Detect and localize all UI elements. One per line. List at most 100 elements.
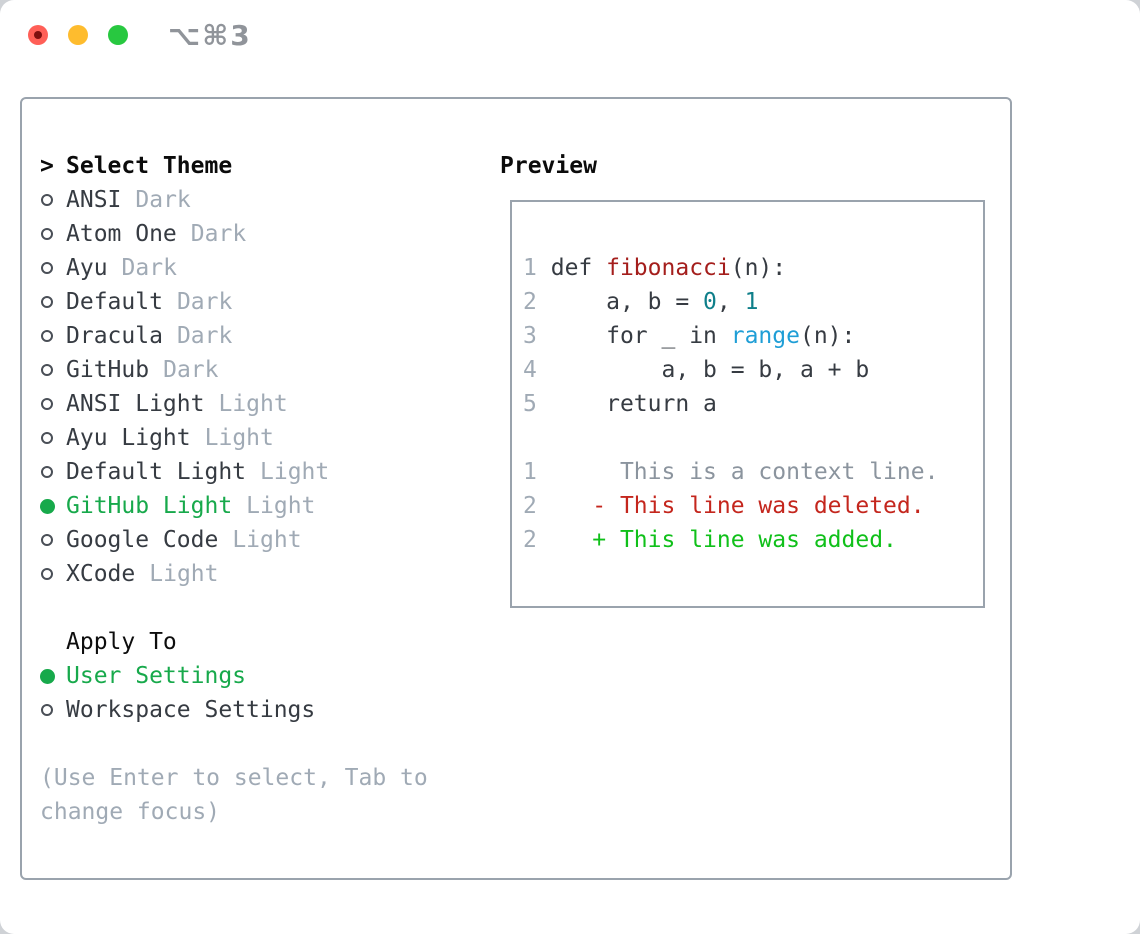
radio-circle [41,534,53,546]
radio-unselected-icon [40,228,66,240]
line-number: 1 [523,459,537,485]
theme-option-ayu[interactable]: Ayu Dark [40,251,428,285]
select-theme-label: Select Theme [66,153,233,179]
code-token: a, b = [550,289,704,315]
radio-circle [41,466,53,478]
code-token: , [716,289,745,315]
code-token: (n): [799,323,856,349]
line-number: 3 [523,323,537,349]
focus-prompt-icon: > [40,153,54,179]
apply-to-label: Apply To [66,629,177,655]
radio-unselected-icon [40,194,66,206]
line-number: 2 [523,493,537,519]
code-line: 1 def fibonacci(n): [523,251,983,285]
theme-option-ansi[interactable]: ANSI Dark [40,183,428,217]
diff-line-added: 2 + This line was added. [523,523,983,557]
code-token: a, b = b, a + b [550,357,870,383]
code-line: 4 a, b = b, a + b [523,353,983,387]
line-number: 1 [523,255,537,281]
radio-unselected-icon [40,364,66,376]
preview-label: Preview [500,153,597,179]
theme-name: GitHub [66,357,150,383]
theme-name: GitHub Light [66,493,233,519]
theme-variant: Light [204,425,274,451]
theme-variant: Dark [176,289,233,315]
radio-circle [41,398,53,410]
radio-unselected-icon [40,704,66,716]
theme-option-atom-one[interactable]: Atom One Dark [40,217,428,251]
apply-option-workspace-settings[interactable]: Workspace Settings [40,693,428,727]
radio-unselected-icon [40,534,66,546]
diff-text: + This line was added. [550,527,897,553]
radio-circle [41,228,53,240]
apply-option-name: User Settings [66,663,247,689]
theme-name: ANSI Light [66,391,205,417]
select-theme-header: > Select Theme [40,149,428,183]
radio-unselected-icon [40,432,66,444]
code-token: def [550,255,607,281]
code-token: (n): [730,255,787,281]
help-text-line1: (Use Enter to select, Tab to [40,765,428,791]
radio-unselected-icon [40,568,66,580]
apply-to-header: Apply To [40,625,428,659]
diff-text: - This line was deleted. [550,493,925,519]
radio-circle [40,498,55,514]
theme-option-ansi-light[interactable]: ANSI Light Light [40,387,428,421]
titlebar: ⌥⌘3 [0,0,1140,70]
radio-selected-icon [40,498,66,514]
theme-option-github-light[interactable]: GitHub Light Light [40,489,428,523]
radio-circle [41,194,53,206]
radio-circle [41,296,53,308]
radio-circle [41,364,53,376]
zoom-button[interactable] [108,25,128,45]
radio-circle [41,704,53,716]
theme-variant: Dark [135,187,191,213]
theme-variant: Light [218,391,288,417]
theme-name: Dracula [66,323,163,349]
radio-unselected-icon [40,262,66,274]
theme-name: Atom One [66,221,177,247]
line-number: 4 [523,357,537,383]
theme-name: Google Code [66,527,219,553]
radio-circle [41,262,53,274]
window-title: ⌥⌘3 [168,18,252,52]
theme-option-dracula[interactable]: Dracula Dark [40,319,428,353]
diff-line-deleted: 2 - This line was deleted. [523,489,983,523]
theme-variant: Dark [176,323,233,349]
minimize-button[interactable] [68,25,88,45]
theme-name: ANSI [66,187,122,213]
theme-name: Ayu [66,255,108,281]
theme-variant: Light [246,493,316,519]
line-number: 2 [523,527,537,553]
help-text: (Use Enter to select, Tab to change focu… [40,761,428,829]
code-line: 5 return a [523,387,983,421]
close-button[interactable] [28,25,48,45]
radio-circle [41,568,53,580]
radio-selected-icon [40,668,66,684]
radio-unselected-icon [40,296,66,308]
radio-unselected-icon [40,398,66,410]
theme-variant: Dark [121,255,177,281]
theme-variant: Dark [190,221,247,247]
theme-name: Default Light [66,459,247,485]
radio-circle [41,330,53,342]
radio-unselected-icon [40,330,66,342]
code-token: return a [550,391,717,417]
apply-option-user-settings[interactable]: User Settings [40,659,428,693]
diff-line-context: 1 This is a context line. [523,455,983,489]
code-line: 2 a, b = 0, 1 [523,285,983,319]
help-text-line2: change focus) [40,799,221,825]
